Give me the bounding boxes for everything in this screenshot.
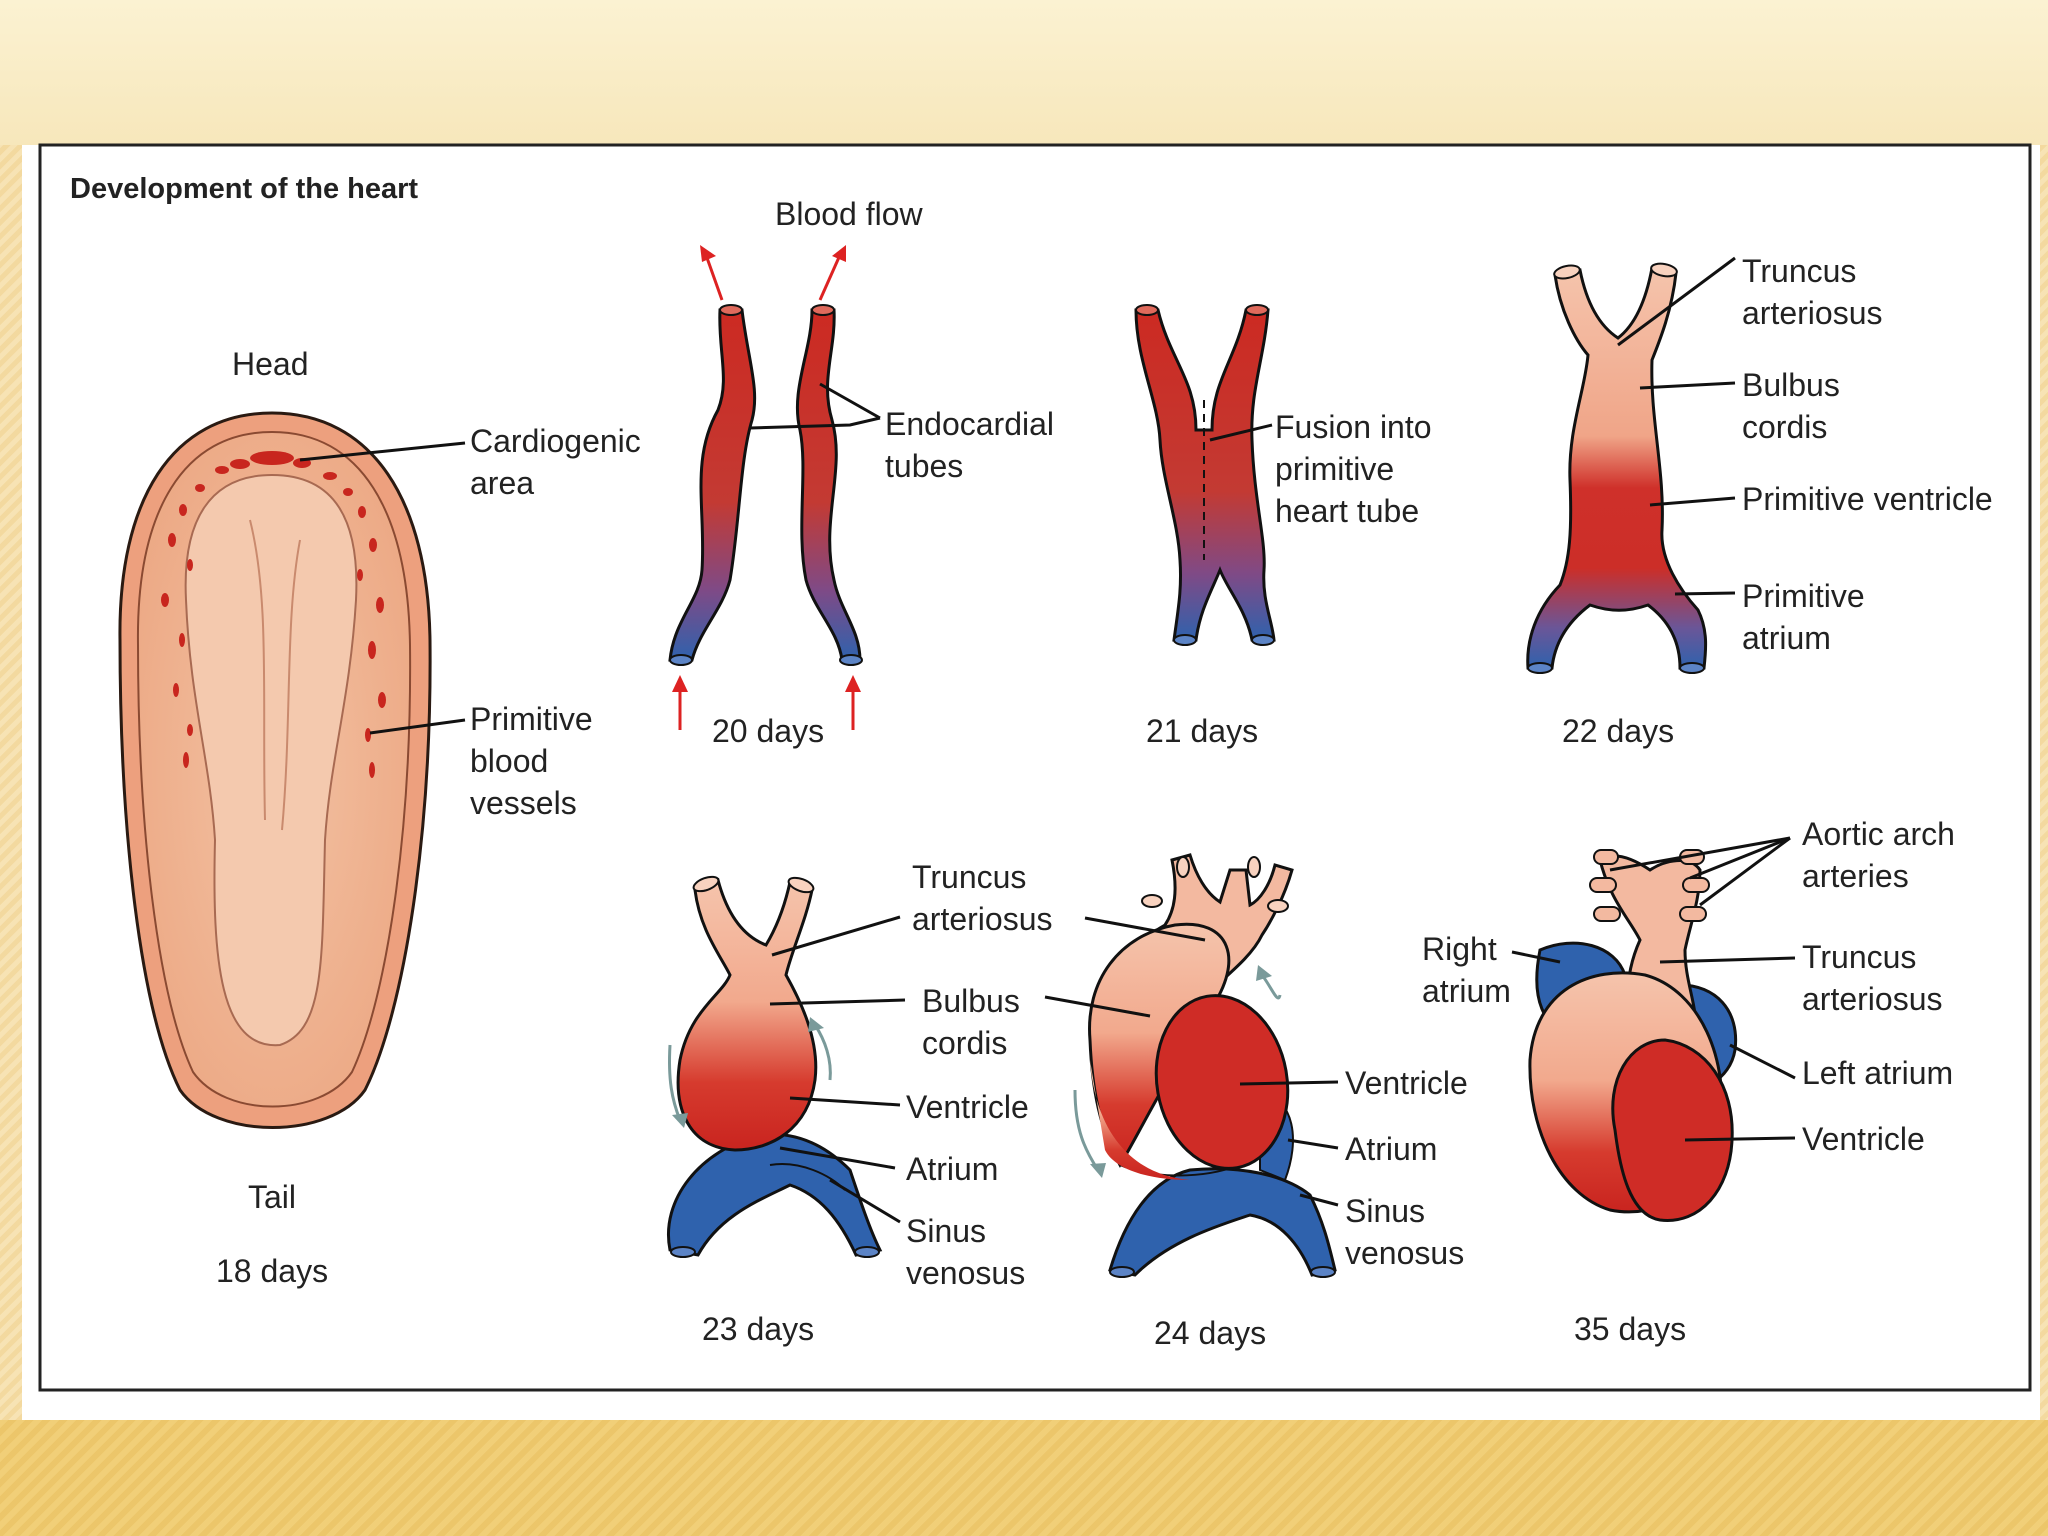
label-day-22: 22 days [1562,713,1674,749]
label-tail: Tail [248,1179,296,1215]
label-day-18: 18 days [216,1253,328,1289]
label-left-atrium: Left atrium [1802,1055,1953,1091]
label-day-21: 21 days [1146,713,1258,749]
label-day-23: 23 days [702,1311,814,1347]
label-day-24: 24 days [1154,1315,1266,1351]
label-24-atrium: Atrium [1345,1131,1437,1167]
slide-bottom-band [0,1420,2048,1536]
label-day-35: 35 days [1574,1311,1686,1347]
label-23-atrium: Atrium [906,1151,998,1187]
label-day-20: 20 days [712,713,824,749]
label-blood-flow: Blood flow [775,196,924,232]
diagram-frame [38,143,2032,1392]
diagram-title: Development of the heart [70,173,418,205]
label-24-ventricle: Ventricle [1345,1065,1468,1101]
label-35-ventricle: Ventricle [1802,1121,1925,1157]
label-22-primitive-ventricle: Primitive ventricle [1742,481,1993,517]
slide-top-band [0,0,2048,145]
label-23-ventricle: Ventricle [906,1089,1029,1125]
label-head: Head [232,346,309,382]
